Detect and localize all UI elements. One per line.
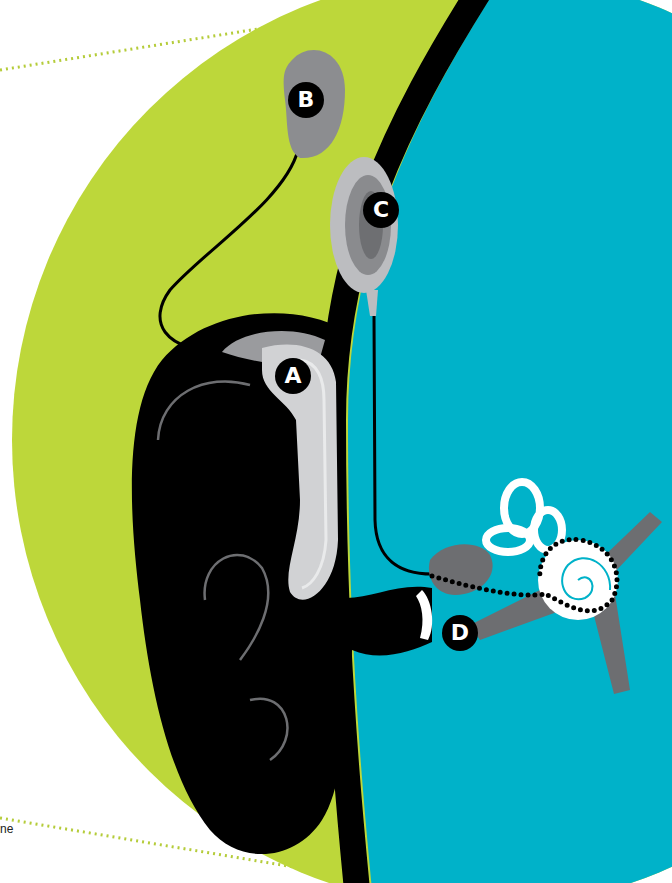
callout-letter: C (363, 192, 399, 228)
callout-circle (275, 358, 311, 394)
transmitter-coil (284, 50, 345, 158)
eardrum (416, 590, 432, 640)
auditory-nerve (470, 512, 662, 694)
processor-highlight (300, 360, 326, 588)
callout-circle (288, 82, 324, 118)
callout-letter: B (288, 82, 324, 118)
semicircular-canals (486, 482, 562, 552)
coil-cable (160, 150, 298, 352)
receiver-implant (330, 157, 398, 293)
ear-contour (158, 381, 287, 760)
cochlea-spiral (562, 558, 610, 599)
outer-ear (132, 313, 432, 854)
sound-processor (262, 345, 338, 600)
callout-circle (442, 615, 478, 651)
callout-circle (363, 192, 399, 228)
cut-off-label: ne (0, 822, 13, 836)
skin-layer (333, 0, 480, 883)
callout-letter: A (275, 358, 311, 394)
middle-ear-bones (429, 544, 493, 595)
electrode-array (432, 540, 617, 611)
implant-stalk (366, 290, 378, 316)
electrode-lead (374, 316, 432, 574)
callout-letter: D (442, 615, 478, 651)
